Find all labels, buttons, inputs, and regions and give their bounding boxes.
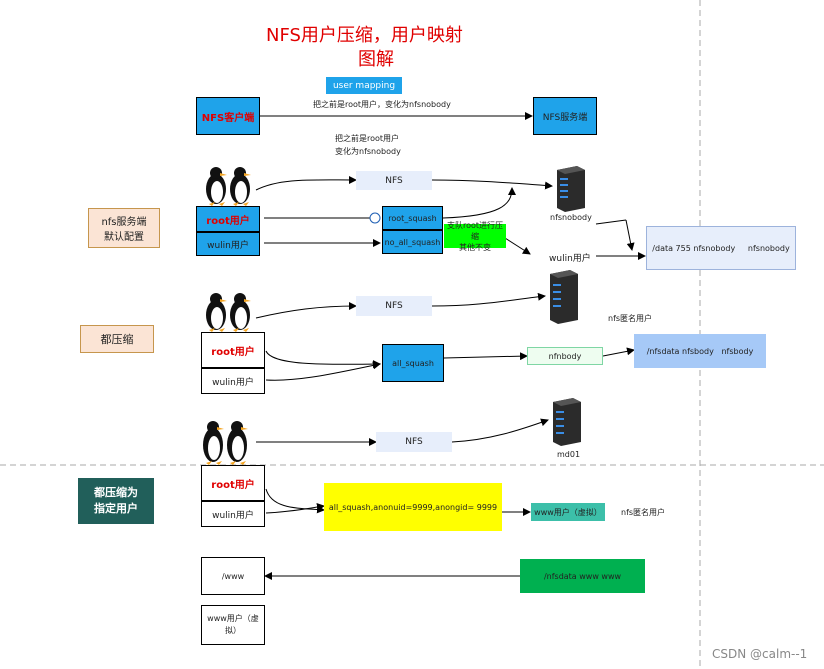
root-squash-box: root_squash (382, 206, 443, 230)
nfsdata-dir-box: /nfsdata nfsbody nfsbody (634, 334, 766, 368)
www-user-box: www用户（虚 拟） (201, 605, 265, 645)
user-mapping-box: user mapping (326, 77, 402, 94)
www-virtual-user-box: www用户（虚拟） (531, 503, 605, 521)
penguin-users-icon (197, 417, 255, 468)
md01-label: md01 (557, 450, 581, 459)
root-user-box: root用户 (201, 465, 265, 501)
penguin-to-nfs-arrow-1 (255, 175, 357, 191)
nfs-box: NFS (376, 432, 452, 452)
wulin-user-box: wulin用户 (196, 232, 260, 256)
penguin-users-icon (200, 164, 258, 209)
nfsdata-www-box: /nfsdata www www (520, 559, 645, 593)
nfs-anon-user-label: nfs匿名用户 (608, 314, 653, 323)
www-user-line2: 拟） (225, 626, 241, 635)
diagram-title-line1: NFS用户压缩，用户映射 (266, 25, 463, 46)
all-squash-side-label: 都压缩 (80, 325, 154, 353)
nfs-server-box: NFS服务端 (533, 97, 597, 135)
default-config-line2: 默认配置 (104, 232, 144, 243)
green-note-line2: 其他不变 (459, 242, 491, 252)
server-icon (546, 268, 580, 327)
root-user-box: root用户 (201, 332, 265, 368)
all-squash-box: all_squash (382, 344, 444, 382)
www-dir-box: /www (201, 557, 265, 595)
server-icon (553, 164, 587, 215)
squash-to-user-line2: 指定用户 (94, 502, 138, 515)
server-icon (549, 396, 583, 449)
wulin-user-box: wulin用户 (201, 501, 265, 527)
default-config-label: nfs服务端 默认配置 (88, 208, 160, 248)
mapping-note-line2: 变化为nfsnobody (335, 147, 401, 156)
green-note: 支队root进行压缩 其他不变 (444, 221, 506, 252)
wulin-user-right-label: wulin用户 (549, 254, 591, 264)
squash-to-user-side-label: 都压缩为 指定用户 (78, 478, 154, 524)
no-all-squash-box: no_all_squash (382, 230, 443, 254)
anon-squash-box: all_squash,anonuid=9999,anongid= 9999 (324, 483, 502, 531)
squash-to-user-line1: 都压缩为 (94, 486, 138, 499)
nfsnobody-label: nfsnobody (550, 213, 592, 222)
data-dir-box: /data 755 nfsnobody nfsnobody (646, 226, 796, 270)
mapping-note-line1: 把之前是root用户 (335, 134, 400, 143)
csdn-watermark: CSDN @calm--1 (712, 647, 808, 661)
www-user-line1: www用户（虚 (207, 614, 259, 623)
wulin-user-box: wulin用户 (201, 368, 265, 394)
nfs-client-box: NFS客户端 (196, 97, 260, 135)
nfs-box: NFS (356, 171, 432, 190)
default-config-line1: nfs服务端 (101, 217, 147, 228)
nfnbody-box: nfnbody (527, 347, 603, 365)
root-user-box: root用户 (196, 206, 260, 232)
green-note-line1: 支队root进行压缩 (446, 220, 504, 241)
diagram-title-line2: 图解 (358, 49, 394, 70)
nfs-anon-user-label: nfs匿名用户 (621, 508, 666, 517)
mapping-arrow-note: 把之前是root用户，变化为nfsnobody (313, 100, 451, 109)
nfs-box: NFS (356, 296, 432, 316)
penguin-users-icon (200, 290, 258, 335)
